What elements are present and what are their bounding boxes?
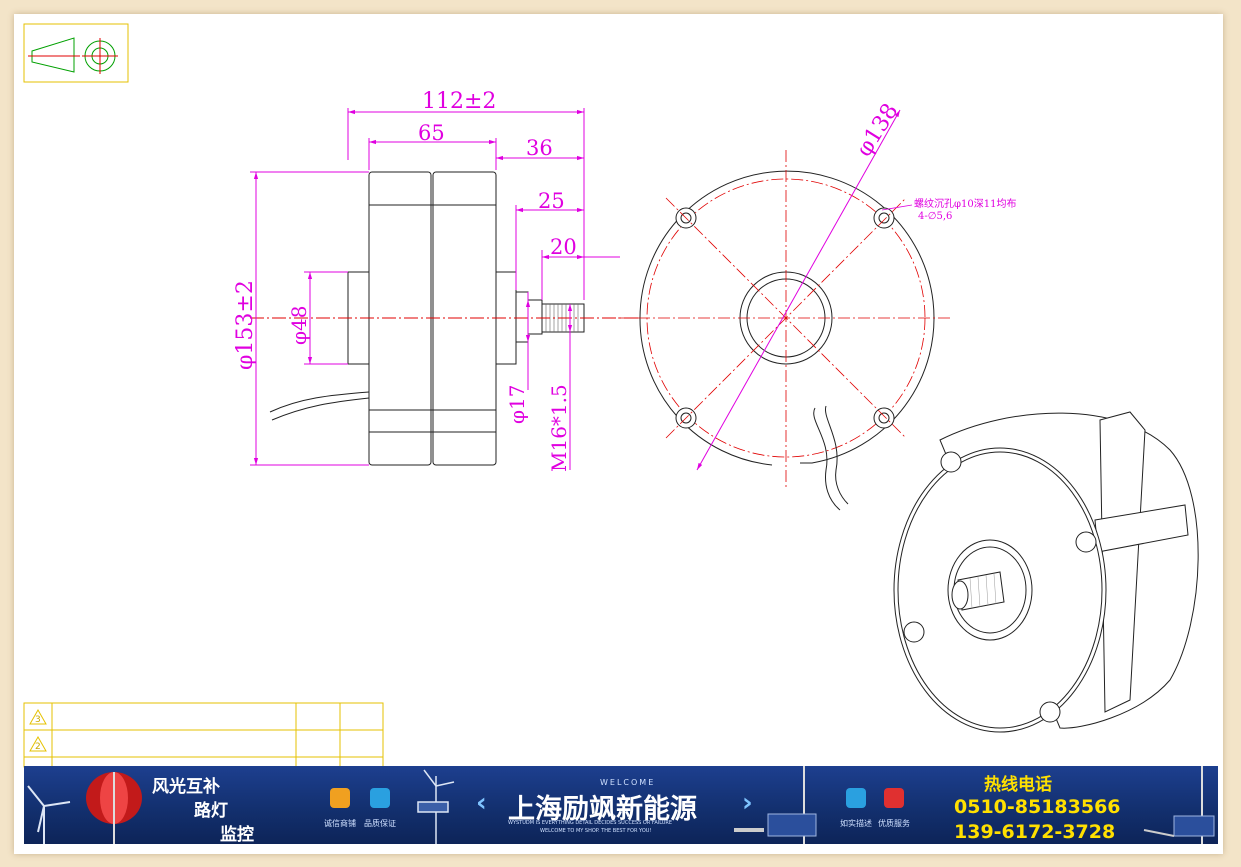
street-light-turbine-icon — [417, 769, 455, 844]
dim-thread-length: 20 — [550, 235, 577, 259]
solar-street-light-icon — [734, 766, 817, 844]
describe-icon[interactable] — [846, 788, 866, 808]
service-thumb-icon[interactable] — [884, 788, 904, 808]
front-view — [618, 109, 952, 511]
vertical-turbine-icon — [86, 772, 142, 844]
right-turbine-icon — [1143, 766, 1215, 844]
dim-shaft-diameter: φ17 — [505, 385, 529, 424]
tagline-2: WELCOME TO MY SHOP. THE BEST FOR YOU! — [540, 828, 652, 834]
brand-line-2: 路灯 — [194, 801, 228, 821]
dim-thread-spec: M16*1.5 — [547, 384, 571, 472]
icon-label-1: 诚信商铺 — [324, 819, 356, 828]
side-dimension-labels: 112±2 65 36 25 20 φ153±2 φ48 φ17 M16*1.5 — [233, 89, 577, 472]
brand-line-1: 风光互补 — [152, 777, 220, 797]
dim-overall-length: 112±2 — [422, 89, 496, 114]
hole-note-2: 4-∅5,6 — [918, 211, 952, 222]
title-block-row-2: 2 — [35, 742, 41, 752]
trust-shop-icon[interactable] — [330, 788, 350, 808]
isometric-view — [893, 411, 1199, 733]
company-name: 上海励飒新能源 — [508, 794, 697, 825]
chevron-left-icon: ‹ — [476, 788, 487, 818]
icon-label-3: 如实描述 — [840, 819, 872, 828]
dim-shaft-mid: 25 — [538, 189, 565, 213]
phone-1[interactable]: 0510-85183566 — [954, 796, 1121, 818]
shop-banner: 风光互补 路灯 监控 诚信商铺 品质保证 WELCOME ‹ 上海励飒新能源 ›… — [24, 766, 1218, 844]
projection-symbol — [23, 23, 129, 83]
phone-2[interactable]: 139-6172-3728 — [954, 821, 1116, 843]
welcome-text: WELCOME — [600, 778, 656, 787]
side-dimensions — [250, 108, 620, 470]
dim-body-diameter: φ153±2 — [233, 280, 258, 370]
dim-pcd: φ138 — [852, 99, 904, 161]
wind-turbine-icon — [27, 785, 71, 844]
banner-decorations — [27, 766, 1215, 844]
title-block-row-3: 3 — [35, 715, 41, 725]
drawing-sheet: 112±2 65 36 25 20 φ153±2 φ48 φ17 M16*1.5 — [14, 14, 1223, 854]
brand-line-3: 监控 — [220, 825, 254, 844]
hole-note-1: 螺纹沉孔φ10深11均布 — [914, 197, 1016, 210]
technical-drawing: 112±2 65 36 25 20 φ153±2 φ48 φ17 M16*1.5 — [23, 23, 1199, 768]
front-dimension-labels: φ138 螺纹沉孔φ10深11均布 4-∅5,6 — [852, 99, 1017, 222]
icon-label-2: 品质保证 — [364, 819, 396, 828]
tagline-1: WYSTUDM IS EVERYTHING DETAIL DECIDES SUC… — [508, 820, 673, 826]
hotline-title: 热线电话 — [984, 775, 1052, 795]
title-block — [23, 702, 384, 768]
chevron-right-icon: › — [742, 788, 753, 818]
dim-body-length: 65 — [418, 121, 445, 145]
dim-boss-diameter: φ48 — [287, 306, 311, 345]
icon-label-4: 优质服务 — [878, 819, 910, 828]
quality-icon[interactable] — [370, 788, 390, 808]
dim-shaft-total: 36 — [526, 136, 553, 160]
